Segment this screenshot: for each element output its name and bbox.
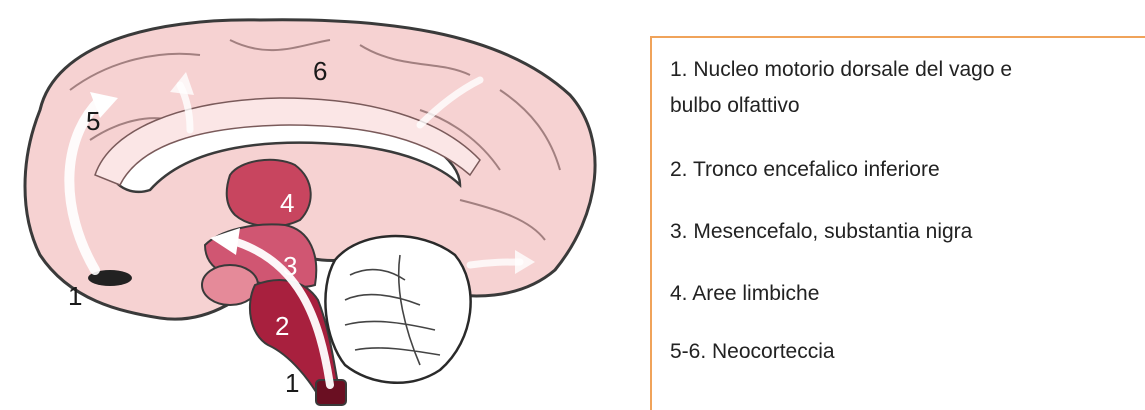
- cerebellum: [325, 236, 470, 383]
- stage-label-4: 4: [280, 188, 294, 218]
- stage-label-2: 2: [275, 311, 289, 341]
- stage-label-1-bottom: 1: [285, 368, 299, 398]
- legend-item-5-6: 5-6. Neocorteccia: [670, 334, 835, 370]
- stage-label-6: 6: [313, 56, 327, 86]
- legend-item-4: 4. Aree limbiche: [670, 276, 819, 312]
- limbic-area: [227, 160, 311, 227]
- legend-item-2: 2. Tronco encefalico inferiore: [670, 152, 940, 188]
- legend-item-3: 3. Mesencefalo, substantia nigra: [670, 214, 972, 250]
- propagation-arrow-temporal: [470, 262, 520, 265]
- stage-label-3: 3: [283, 251, 297, 281]
- legend-item-1: 1. Nucleo motorio dorsale del vago e: [670, 52, 1012, 88]
- stage-label-5: 5: [86, 106, 100, 136]
- legend-box: 1. Nucleo motorio dorsale del vago e bul…: [650, 36, 1145, 410]
- brain-sagittal-diagram: 1 1 2 3 4 5 6: [0, 0, 620, 410]
- legend-item-1-continued: bulbo olfattivo: [670, 88, 800, 124]
- stage-label-1-left: 1: [68, 281, 82, 311]
